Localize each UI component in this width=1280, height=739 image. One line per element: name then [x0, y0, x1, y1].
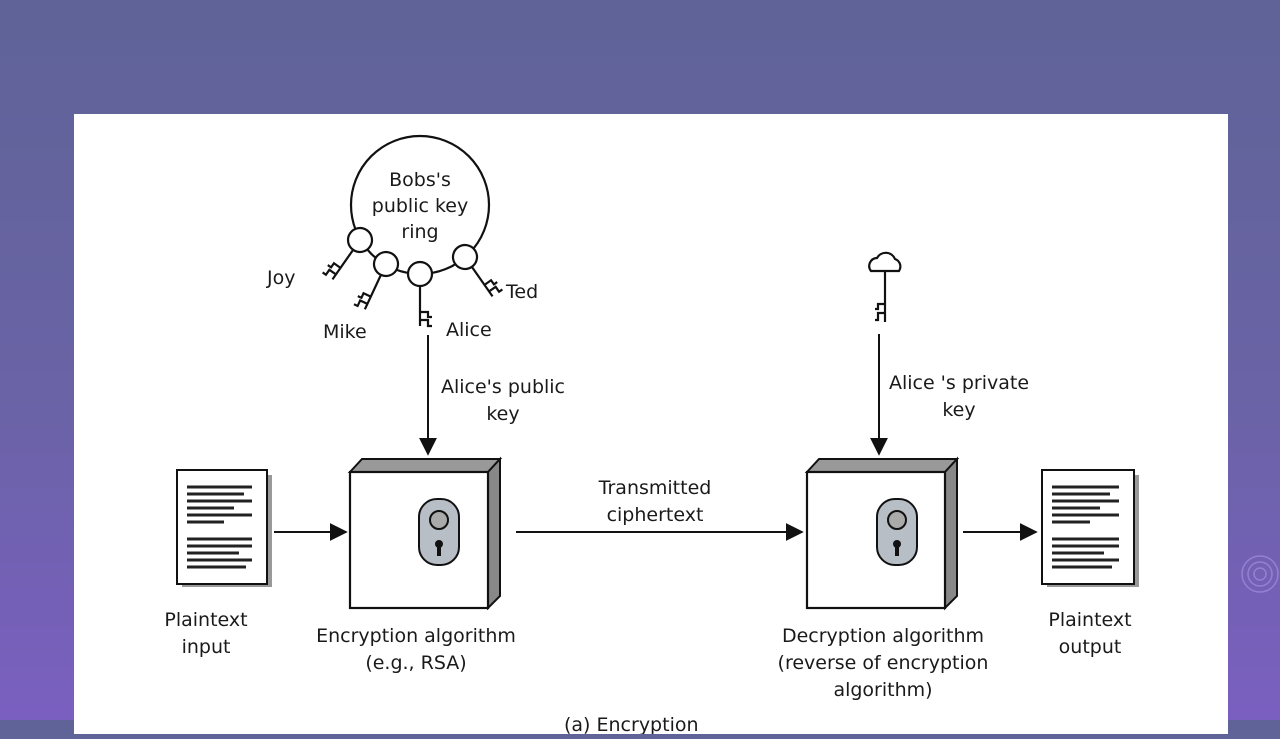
key-owner-mike: Mike: [323, 321, 367, 343]
private-key-label-line-1: Alice 's private: [889, 372, 1029, 394]
transmit-label-line-2: ciphertext: [607, 504, 704, 526]
decorative-swirl-icon: [1241, 555, 1279, 593]
public-key-ring: Bobs's public key ring: [349, 134, 491, 276]
plaintext-output-label-line-2: output: [1059, 636, 1122, 658]
decryption-label-line-3: algorithm): [833, 679, 932, 701]
encryption-lock-icon: [418, 498, 460, 566]
plaintext-input-label-line-2: input: [182, 636, 231, 658]
key-ring-title-line-3: ring: [401, 221, 438, 243]
slide-canvas: Bobs's public key ring Joy Mike Alice Te…: [74, 114, 1228, 736]
encryption-diagram: Bobs's public key ring Joy Mike Alice Te…: [164, 134, 1139, 736]
plaintext-input-document-icon: [176, 469, 272, 587]
decryption-lock-icon: [876, 498, 918, 566]
transmit-label-line-1: Transmitted: [598, 477, 712, 499]
private-key-icon: [868, 251, 902, 322]
private-key-label-line-2: key: [942, 399, 975, 421]
key-ring-title-line-1: Bobs's: [389, 169, 451, 191]
public-key-label-line-2: key: [486, 403, 519, 425]
mike-key-icon: [353, 250, 400, 310]
figure-caption: (a) Encryption: [564, 714, 699, 734]
public-key-label-line-1: Alice's public: [441, 376, 565, 398]
key-ring-title-line-2: public key: [372, 195, 468, 217]
key-owner-alice: Alice: [446, 319, 492, 341]
encryption-label-line-2: (e.g., RSA): [365, 652, 466, 674]
ted-key-icon: [451, 243, 503, 297]
plaintext-output-label-line-1: Plaintext: [1048, 609, 1131, 631]
decryption-label-line-1: Decryption algorithm: [782, 625, 984, 647]
key-owner-joy: Joy: [266, 267, 295, 289]
key-owner-ted: Ted: [505, 281, 538, 303]
decryption-label-line-2: (reverse of encryption: [778, 652, 989, 674]
plaintext-output-document-icon: [1041, 469, 1139, 587]
encryption-label-line-1: Encryption algorithm: [316, 625, 516, 647]
plaintext-input-label-line-1: Plaintext: [164, 609, 247, 631]
alice-key-icon: [406, 260, 434, 328]
joy-key-icon: [322, 226, 374, 280]
